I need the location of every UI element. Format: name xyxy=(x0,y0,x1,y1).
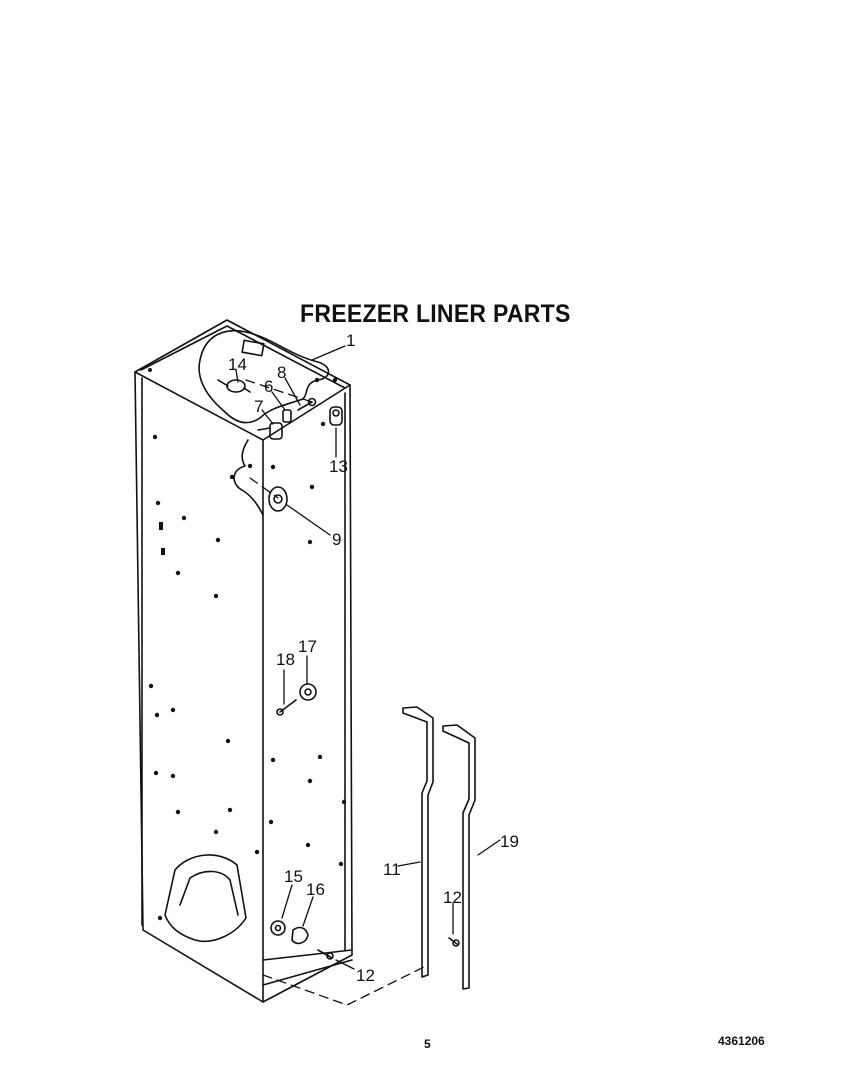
liner-right-face xyxy=(262,384,353,1003)
part-12-screw-side xyxy=(448,937,460,947)
part-19-bar xyxy=(442,724,476,990)
assembly-line-hinge xyxy=(249,477,279,499)
leader-7 xyxy=(261,409,274,425)
leader-6 xyxy=(271,391,286,411)
callout-11: 11 xyxy=(383,860,401,879)
callout-8: 8 xyxy=(277,363,286,382)
callout-12-side: 12 xyxy=(443,888,462,907)
part-12-screw-bottom xyxy=(317,949,334,960)
callout-15: 15 xyxy=(284,867,303,886)
leader-12-bottom xyxy=(335,959,355,970)
callout-1: 1 xyxy=(346,331,355,350)
liner-bottom-step xyxy=(262,949,353,986)
leader-14 xyxy=(235,369,239,383)
fastener-holes xyxy=(148,368,347,921)
liner-top-face xyxy=(134,319,351,386)
liner-top-inner-edge xyxy=(140,325,346,389)
callout-14: 14 xyxy=(228,355,247,374)
leader-11 xyxy=(397,861,421,867)
callout-labels: 1 14 8 6 7 13 9 18 17 19 11 12 15 16 12 xyxy=(228,331,519,985)
callout-19: 19 xyxy=(500,832,519,851)
callout-12-bottom: 12 xyxy=(356,966,375,985)
part-13-grommet xyxy=(329,406,343,426)
callout-13: 13 xyxy=(329,457,348,476)
part-15-wheel xyxy=(270,920,286,936)
top-vent xyxy=(241,339,265,357)
callout-6: 6 xyxy=(264,377,273,396)
part-18-pin xyxy=(276,699,297,716)
callout-16: 16 xyxy=(306,880,325,899)
part-16-bracket xyxy=(291,926,309,945)
leader-8 xyxy=(284,377,301,406)
assembly-line-rail xyxy=(262,964,429,1006)
leader-9 xyxy=(286,504,331,536)
callout-18: 18 xyxy=(276,650,295,669)
callout-17: 17 xyxy=(298,637,317,656)
diagram-title: FREEZER LINER PARTS xyxy=(300,300,571,328)
part-14-clip xyxy=(217,379,251,393)
leader-19 xyxy=(477,839,501,856)
callout-9: 9 xyxy=(332,530,341,549)
part-8-screw xyxy=(297,397,317,411)
leader-15 xyxy=(281,884,293,919)
leader-16 xyxy=(302,896,314,927)
part-11-bar xyxy=(402,706,434,978)
top-cutout-outline xyxy=(198,329,330,424)
part-9-hinge xyxy=(268,486,288,512)
face-recess-outline xyxy=(233,439,264,516)
part-6-spacer xyxy=(282,409,292,423)
part-7-bracket xyxy=(257,422,283,440)
part-17-wheel xyxy=(299,683,317,701)
page-number: 5 xyxy=(424,1037,431,1051)
document-number: 4361206 xyxy=(718,1034,765,1048)
duct-inner xyxy=(179,870,239,916)
assembly-line-top xyxy=(245,379,313,403)
leader-1 xyxy=(311,345,346,361)
callout-7: 7 xyxy=(254,397,263,416)
duct-opening xyxy=(164,854,247,942)
